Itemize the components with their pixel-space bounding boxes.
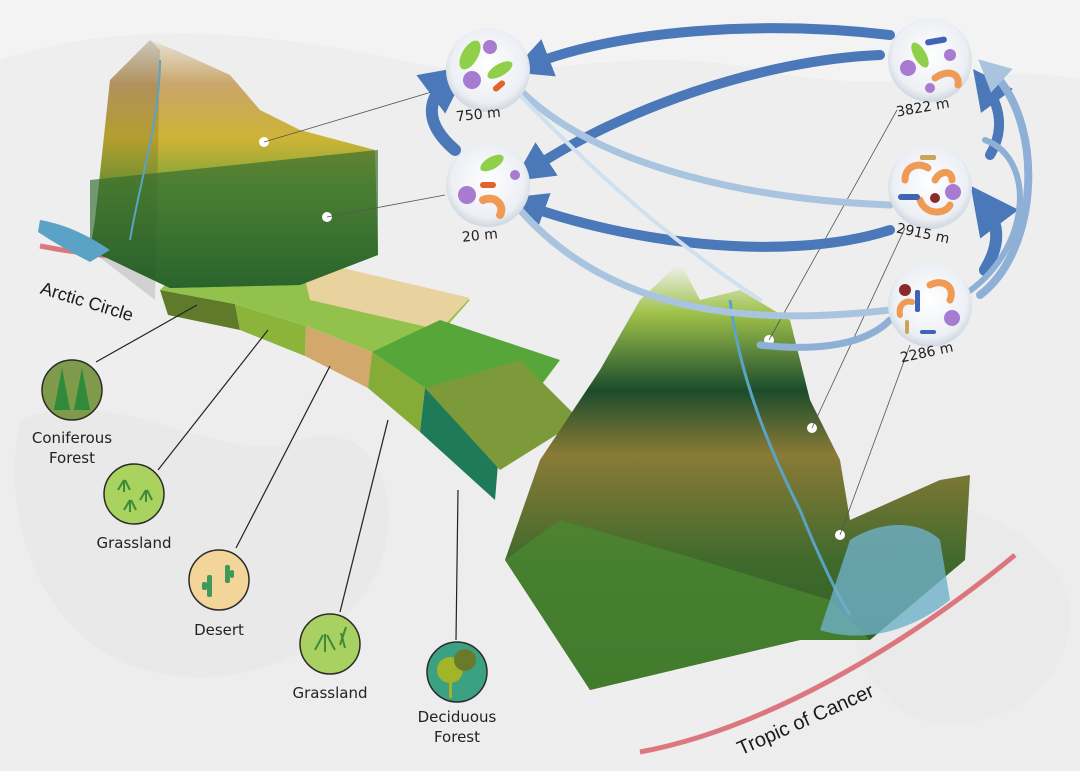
arctic-mountain-block: [38, 40, 378, 300]
bubble-20m: [446, 143, 530, 227]
bubble-2915m: [888, 145, 972, 229]
desert-icon: [188, 549, 250, 611]
grassland-icon-2: [299, 613, 361, 675]
biome-label-deciduous-forest: Deciduous Forest: [417, 708, 497, 746]
bubble-2286m: [888, 263, 972, 347]
biome-label-grassland-1: Grassland: [96, 534, 172, 552]
biome-label-desert: Desert: [194, 621, 244, 639]
leader-lines: [263, 87, 911, 536]
tropic-of-cancer-line: [639, 553, 1017, 755]
biome-label-coniferous-forest: Coniferous Forest: [31, 429, 113, 467]
bubble-3822m: [888, 18, 972, 102]
grassland-icon-1: [103, 463, 165, 525]
biome-leader-lines: [95, 304, 459, 641]
flow-arrows: [416, 23, 1033, 351]
tropical-mountain-block: [505, 262, 970, 690]
coniferous-forest-icon: [41, 359, 103, 421]
biome-label-grassland-2: Grassland: [292, 684, 368, 702]
bubble-750m: [446, 28, 530, 112]
deciduous-forest-icon: [426, 641, 488, 703]
